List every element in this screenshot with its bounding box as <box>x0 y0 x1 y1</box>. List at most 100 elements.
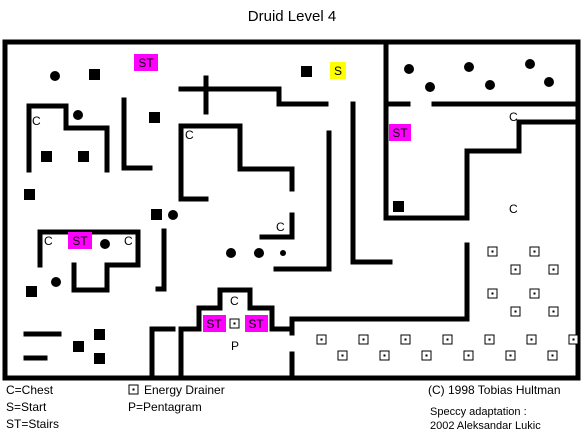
stairs-bg <box>134 54 158 71</box>
energy-drainer <box>487 246 498 257</box>
dot <box>168 210 178 220</box>
walls <box>2 39 581 381</box>
energy-drainer <box>548 306 559 317</box>
wall-segment <box>121 97 153 171</box>
energy-drainer <box>505 350 516 361</box>
energy-drainer <box>421 350 432 361</box>
chest-label: C <box>32 114 41 128</box>
chest-label: C <box>44 234 53 248</box>
energy-drainer <box>529 288 540 299</box>
stairs-marker: ST <box>68 232 92 249</box>
dot <box>404 64 414 74</box>
block <box>393 201 404 212</box>
energy-drainer <box>379 350 390 361</box>
energy-drainer <box>463 350 474 361</box>
stairs-marker: ST <box>134 54 158 71</box>
dot <box>425 82 435 92</box>
energy-drainer <box>484 334 495 345</box>
chest-label: C <box>509 110 518 124</box>
stairs-marker: ST <box>389 124 411 141</box>
dot <box>464 62 474 72</box>
wall-segment <box>149 326 176 381</box>
stairs-text: ST <box>72 234 88 248</box>
wall-segment <box>26 103 110 173</box>
energy-drainer <box>400 334 411 345</box>
wall-segment <box>273 130 332 272</box>
adapter: 2002 Aleksandar Lukic <box>430 420 541 432</box>
dots <box>50 59 554 287</box>
dot <box>51 277 61 287</box>
dot <box>525 59 535 69</box>
energy-drainer <box>568 334 579 345</box>
dot <box>544 77 554 87</box>
wall-segment <box>155 228 167 292</box>
block <box>94 353 105 364</box>
dot <box>254 248 264 258</box>
block <box>73 341 84 352</box>
chest-labels: C C C C C C C C <box>32 110 518 308</box>
block <box>301 66 312 77</box>
map-title: Druid Level 4 <box>247 8 337 25</box>
start-text: S <box>334 64 342 78</box>
energy-drainer <box>337 350 348 361</box>
wall-segment <box>178 86 329 107</box>
dot <box>226 248 236 258</box>
start-bg <box>330 62 346 79</box>
stairs-marker: ST <box>203 315 226 332</box>
stairs-bg <box>389 124 411 141</box>
block <box>24 189 35 200</box>
dot <box>73 110 83 120</box>
wall-segment <box>289 242 470 336</box>
legend-chest: C=Chest <box>6 383 54 397</box>
blocks <box>24 66 404 364</box>
legend-stairs: ST=Stairs <box>6 417 60 431</box>
wall-segment <box>178 123 209 202</box>
energy-drainer-icon <box>128 384 139 395</box>
chest-label: C <box>276 220 285 234</box>
stairs-text: ST <box>138 56 154 70</box>
wall-segment <box>383 39 581 221</box>
wall-segment <box>37 229 141 293</box>
legend-start: S=Start <box>6 400 47 414</box>
dot <box>50 71 60 81</box>
energy-drainer <box>229 318 240 329</box>
chest-label: C <box>509 202 518 216</box>
legend-energy-drainer: Energy Drainer <box>144 383 225 397</box>
block <box>151 209 162 220</box>
wall-segment <box>350 101 393 265</box>
dot <box>280 250 286 256</box>
energy-drainer <box>548 264 559 275</box>
block <box>89 69 100 80</box>
stairs-text: ST <box>248 317 264 331</box>
chest-label: C <box>230 294 239 308</box>
energy-drainer <box>510 264 521 275</box>
copyright: (C) 1998 Tobias Hultman <box>428 383 561 397</box>
stairs-text: ST <box>392 126 408 140</box>
pentagram-label: P <box>231 339 239 353</box>
energy-drainer <box>547 350 558 361</box>
stairs-markers: ST ST ST ST ST <box>68 54 411 332</box>
energy-drainer <box>487 288 498 299</box>
block <box>26 286 37 297</box>
energy-drainer <box>316 334 327 345</box>
stairs-text: ST <box>206 317 222 331</box>
legend-pentagram: P=Pentagram <box>128 400 202 414</box>
stairs-bg <box>68 232 92 249</box>
chest-label: C <box>185 128 194 142</box>
energy-drainer <box>358 334 369 345</box>
chest-label: C <box>124 234 133 248</box>
energy-drainer <box>510 306 521 317</box>
energy-drainers <box>229 246 579 361</box>
stairs-marker: ST <box>245 315 268 332</box>
wall-segment <box>259 212 295 240</box>
start-marker: S <box>330 62 346 79</box>
dot <box>485 80 495 90</box>
stairs-bg <box>245 315 268 332</box>
energy-drainer <box>529 246 540 257</box>
wall-segment <box>178 123 295 192</box>
stairs-bg <box>203 315 226 332</box>
block <box>94 329 105 340</box>
wall-segment <box>178 287 295 381</box>
energy-drainer <box>442 334 453 345</box>
